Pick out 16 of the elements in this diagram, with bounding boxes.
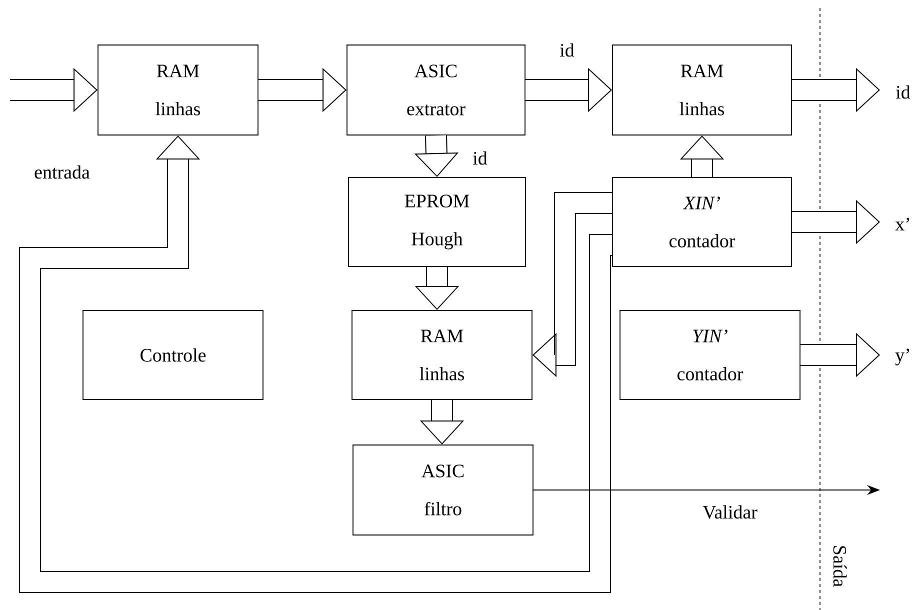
block-box: ASIC filtro: [352, 444, 534, 536]
edge-label: entrada: [34, 165, 90, 179]
block-box: RAM linhas: [612, 44, 792, 136]
block-box: Controle: [82, 310, 264, 400]
edge-label: Validar: [702, 505, 758, 519]
edge-label: id: [473, 151, 488, 165]
edge-label: id: [560, 43, 574, 57]
block-box: RAM linhas: [352, 310, 532, 400]
block-box: EPROM Hough: [348, 177, 526, 267]
edge-label: id: [896, 85, 910, 99]
block-box: RAM linhas: [98, 44, 258, 136]
edge-label: x’: [895, 218, 910, 230]
block-box: XIN’ contador: [612, 177, 792, 267]
edge-label: y’: [895, 348, 910, 366]
output-label: Saída: [833, 546, 847, 587]
block-box: YIN’ contador: [620, 310, 800, 400]
